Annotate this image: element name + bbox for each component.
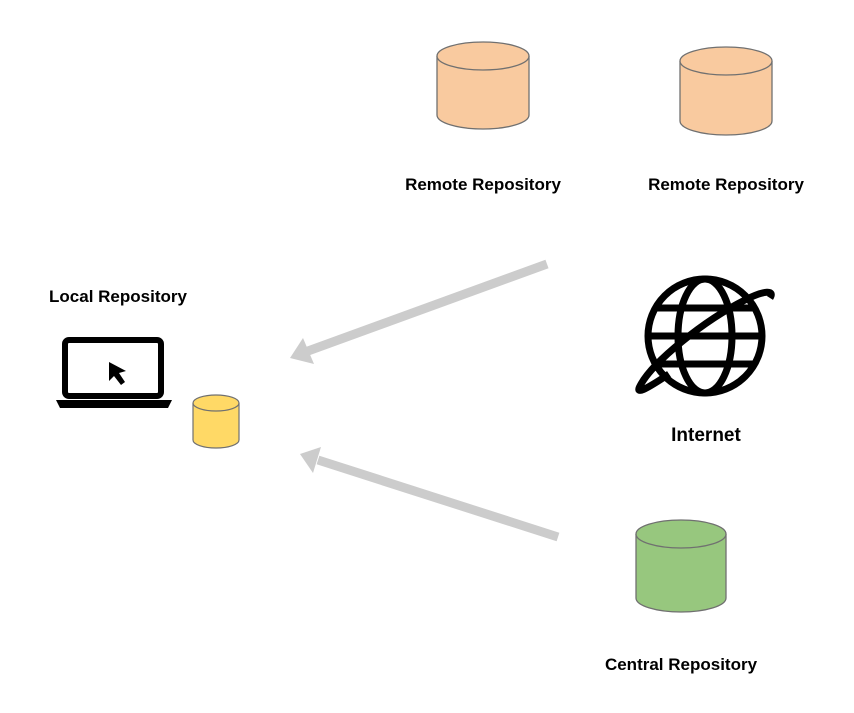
local-repository-node: Local Repository: [49, 287, 240, 449]
internet-label: Internet: [671, 425, 741, 446]
remote-repository-2-label: Remote Repository: [648, 175, 804, 194]
database-icon: [436, 41, 530, 130]
internet-node: Internet: [635, 275, 775, 446]
remote-repository-1-label: Remote Repository: [405, 175, 561, 194]
remote-repository-2-node: Remote Repository: [648, 46, 804, 194]
cursor-icon: [109, 362, 126, 385]
arrow-remote-to-local: [290, 259, 549, 364]
database-icon: [635, 519, 727, 613]
database-icon: [679, 46, 773, 136]
arrow-central-to-local: [300, 447, 560, 542]
central-repository-label: Central Repository: [605, 655, 758, 674]
globe-icon: [635, 275, 775, 397]
central-repository-node: Central Repository: [605, 519, 758, 674]
local-repository-label: Local Repository: [49, 287, 187, 306]
remote-repository-1-node: Remote Repository: [405, 41, 561, 194]
database-icon: [192, 394, 240, 449]
